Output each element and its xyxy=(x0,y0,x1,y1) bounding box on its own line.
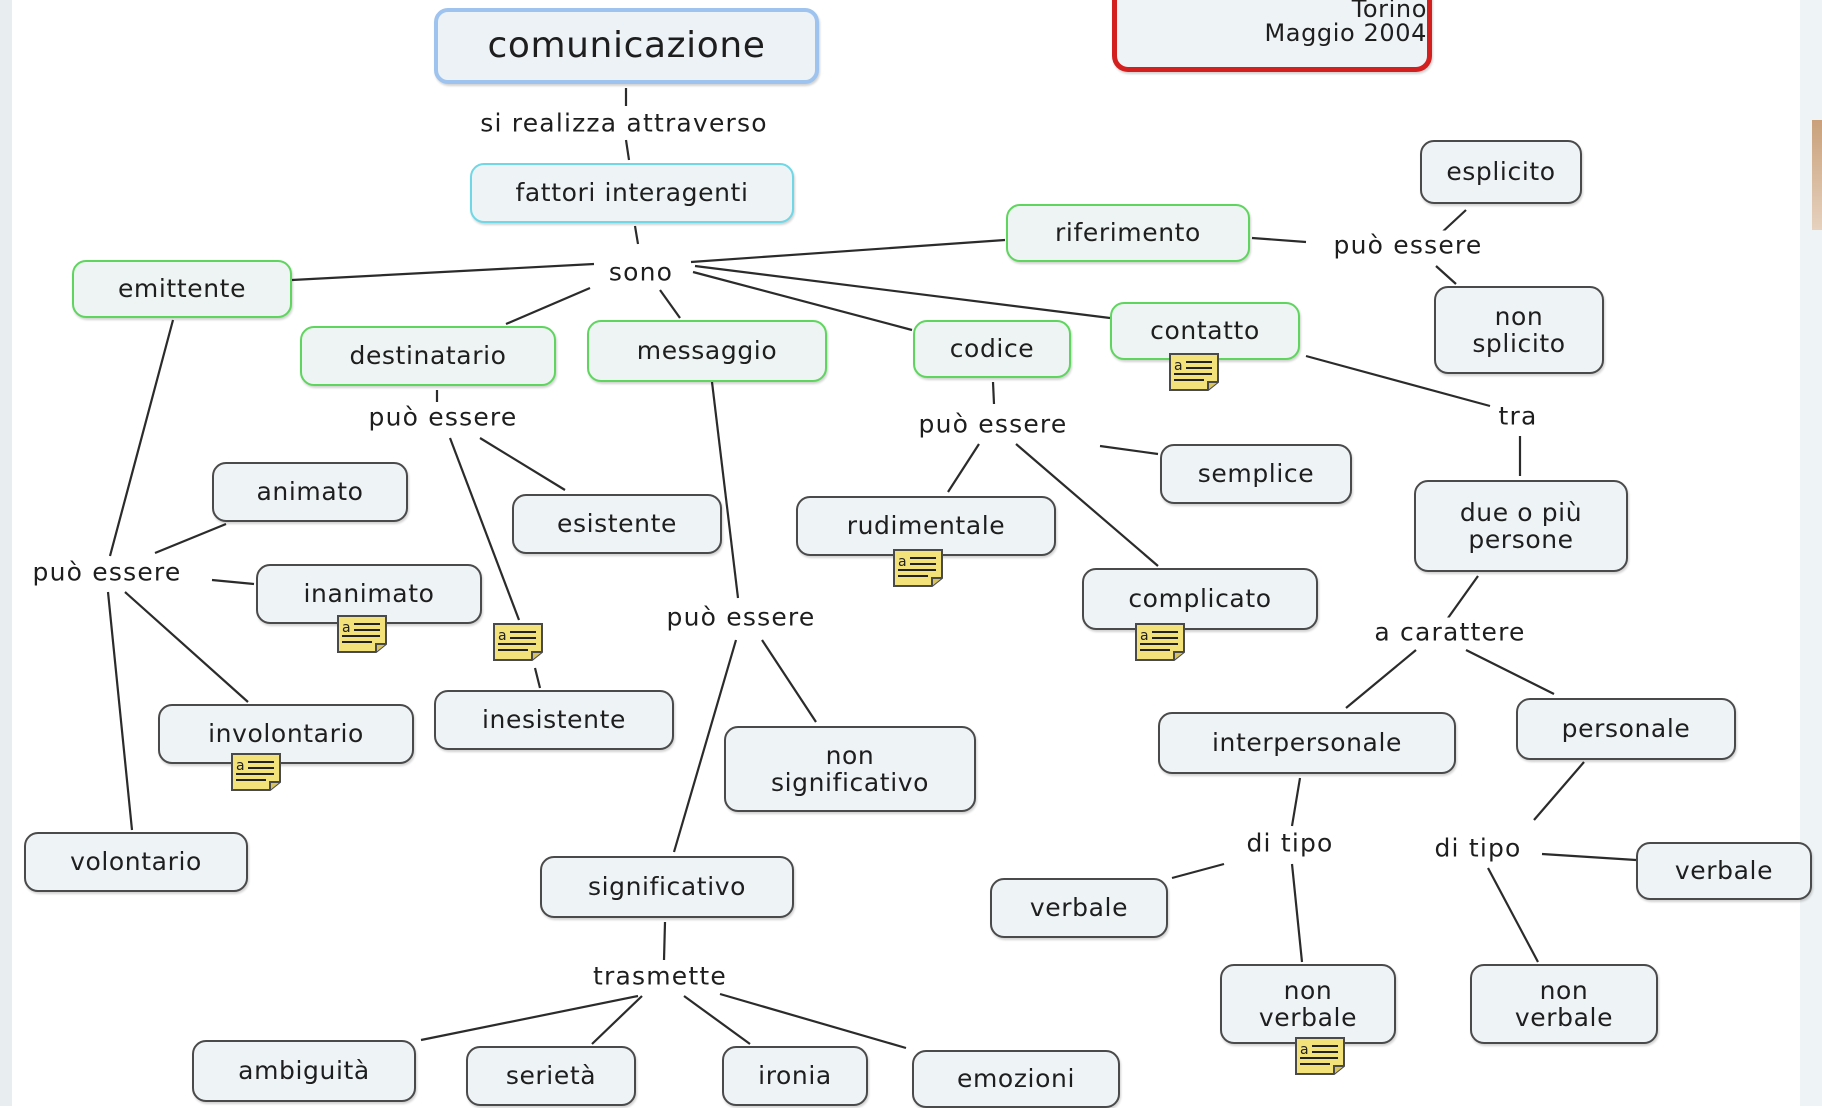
node-due-o-piu-persone[interactable]: due o più persone xyxy=(1414,480,1628,572)
note-icon[interactable]: a xyxy=(1168,352,1220,392)
node-messaggio[interactable]: messaggio xyxy=(587,320,827,382)
node-serieta[interactable]: serietà xyxy=(466,1046,636,1106)
date-box-date: Maggio 2004 xyxy=(1264,18,1427,47)
note-icon[interactable]: a xyxy=(230,752,282,792)
node-riferimento[interactable]: riferimento xyxy=(1006,204,1250,262)
node-comunicazione[interactable]: comunicazione xyxy=(434,8,819,84)
svg-text:a: a xyxy=(236,758,245,774)
svg-text:a: a xyxy=(1140,628,1149,644)
node-semplice[interactable]: semplice xyxy=(1160,444,1352,504)
link-di-tipo-interpersonale: di tipo xyxy=(1243,828,1337,858)
note-icon[interactable]: a xyxy=(1294,1036,1346,1076)
link-trasmette: trasmette xyxy=(590,961,730,991)
note-icon[interactable]: a xyxy=(336,614,388,654)
node-rudimentale[interactable]: rudimentale xyxy=(796,496,1056,556)
node-non-significativo[interactable]: non significativo xyxy=(724,726,976,812)
svg-text:a: a xyxy=(898,554,907,570)
link-puo-essere-destinatario: può essere xyxy=(365,402,521,432)
node-ironia[interactable]: ironia xyxy=(722,1046,868,1106)
node-involontario[interactable]: involontario xyxy=(158,704,414,764)
link-puo-essere-messaggio: può essere xyxy=(663,602,819,632)
node-non-splicito[interactable]: non splicito xyxy=(1434,286,1604,374)
note-icon[interactable]: a xyxy=(892,548,944,588)
date-box: Torino Maggio 2004 xyxy=(1112,0,1432,72)
link-puo-essere-codice: può essere xyxy=(915,409,1071,439)
node-interpersonale[interactable]: interpersonale xyxy=(1158,712,1456,774)
node-esistente[interactable]: esistente xyxy=(512,494,722,554)
node-complicato[interactable]: complicato xyxy=(1082,568,1318,630)
link-si-realizza-attraverso: si realizza attraverso xyxy=(477,108,771,138)
date-box-place: Torino xyxy=(1351,0,1427,23)
note-icon[interactable]: a xyxy=(492,622,544,662)
svg-text:a: a xyxy=(342,620,351,636)
node-non-verbale-interpersonale[interactable]: non verbale xyxy=(1220,964,1396,1044)
link-di-tipo-personale: di tipo xyxy=(1431,833,1525,863)
node-significativo[interactable]: significativo xyxy=(540,856,794,918)
node-fattori-interagenti[interactable]: fattori interagenti xyxy=(470,163,794,223)
link-puo-essere-riferimento: può essere xyxy=(1330,230,1486,260)
link-tra: tra xyxy=(1495,401,1541,431)
left-edge-strip xyxy=(0,0,12,1106)
svg-text:a: a xyxy=(1174,358,1183,374)
node-contatto[interactable]: contatto xyxy=(1110,302,1300,360)
node-personale[interactable]: personale xyxy=(1516,698,1736,760)
node-codice[interactable]: codice xyxy=(913,320,1071,378)
link-a-carattere: a carattere xyxy=(1371,617,1529,647)
node-destinatario[interactable]: destinatario xyxy=(300,326,556,386)
link-sono: sono xyxy=(605,257,677,287)
node-emittente[interactable]: emittente xyxy=(72,260,292,318)
node-inanimato[interactable]: inanimato xyxy=(256,564,482,624)
note-icon[interactable]: a xyxy=(1134,622,1186,662)
node-animato[interactable]: animato xyxy=(212,462,408,522)
node-esplicito[interactable]: esplicito xyxy=(1420,140,1582,204)
svg-text:a: a xyxy=(1300,1042,1309,1058)
svg-text:a: a xyxy=(498,628,507,644)
node-inesistente[interactable]: inesistente xyxy=(434,690,674,750)
link-puo-essere-emittente: può essere xyxy=(29,557,185,587)
node-volontario[interactable]: volontario xyxy=(24,832,248,892)
node-verbale-interpersonale[interactable]: verbale xyxy=(990,878,1168,938)
node-ambiguita[interactable]: ambiguità xyxy=(192,1040,416,1102)
node-non-verbale-personale[interactable]: non verbale xyxy=(1470,964,1658,1044)
node-emozioni[interactable]: emozioni xyxy=(912,1050,1120,1108)
node-verbale-personale[interactable]: verbale xyxy=(1636,842,1812,900)
right-edge-strip xyxy=(1800,0,1822,1106)
